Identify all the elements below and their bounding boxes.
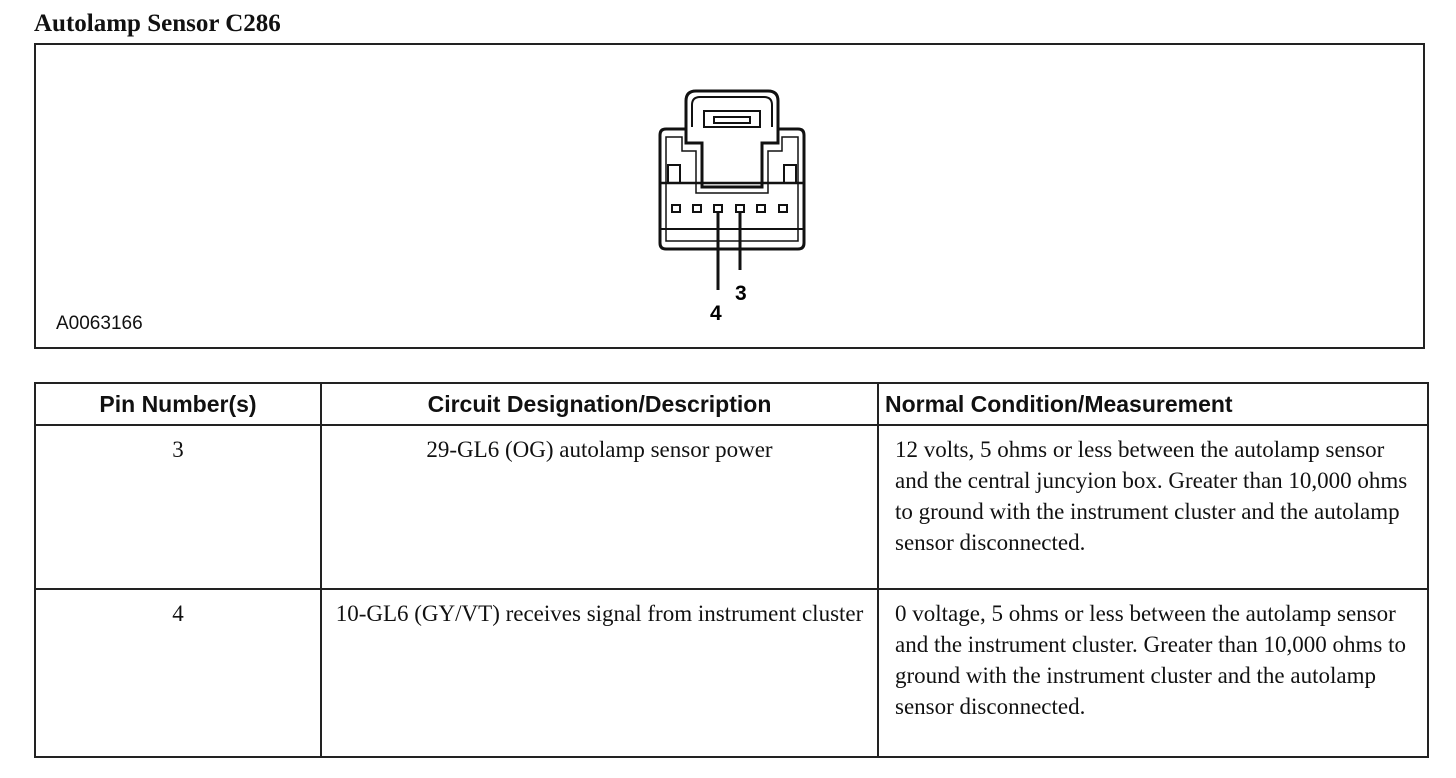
circuit-cell: 10-GL6 (GY/VT) receives signal from inst…	[320, 588, 879, 758]
connector-latch	[684, 89, 780, 130]
figure-id: A0063166	[56, 313, 143, 334]
table-row: 3 29-GL6 (OG) autolamp sensor power 12 v…	[34, 424, 1429, 590]
table-row: 4 10-GL6 (GY/VT) receives signal from in…	[34, 588, 1429, 758]
pin-number-cell: 4	[34, 588, 322, 758]
header-pin-number: Pin Number(s)	[34, 382, 322, 426]
connector-body	[658, 127, 806, 251]
circuit-cell: 29-GL6 (OG) autolamp sensor power	[320, 424, 879, 590]
connector-figure: 4 3 A0063166	[34, 43, 1425, 349]
pin-number-cell: 3	[34, 424, 322, 590]
header-measurement: Normal Condition/Measurement	[877, 382, 1429, 426]
pin-3-label: 3	[735, 282, 747, 305]
pin-cavities	[671, 204, 788, 213]
page-title: Autolamp Sensor C286	[34, 10, 281, 37]
table-header-row: Pin Number(s) Circuit Designation/Descri…	[34, 382, 1429, 426]
header-circuit: Circuit Designation/Description	[320, 382, 879, 426]
measurement-cell: 0 voltage, 5 ohms or less between the au…	[877, 588, 1429, 758]
measurement-cell: 12 volts, 5 ohms or less between the aut…	[877, 424, 1429, 590]
connector-diagram: 4 3	[658, 89, 806, 325]
pin-4-label: 4	[710, 302, 722, 325]
pin-table: Pin Number(s) Circuit Designation/Descri…	[34, 382, 1429, 758]
